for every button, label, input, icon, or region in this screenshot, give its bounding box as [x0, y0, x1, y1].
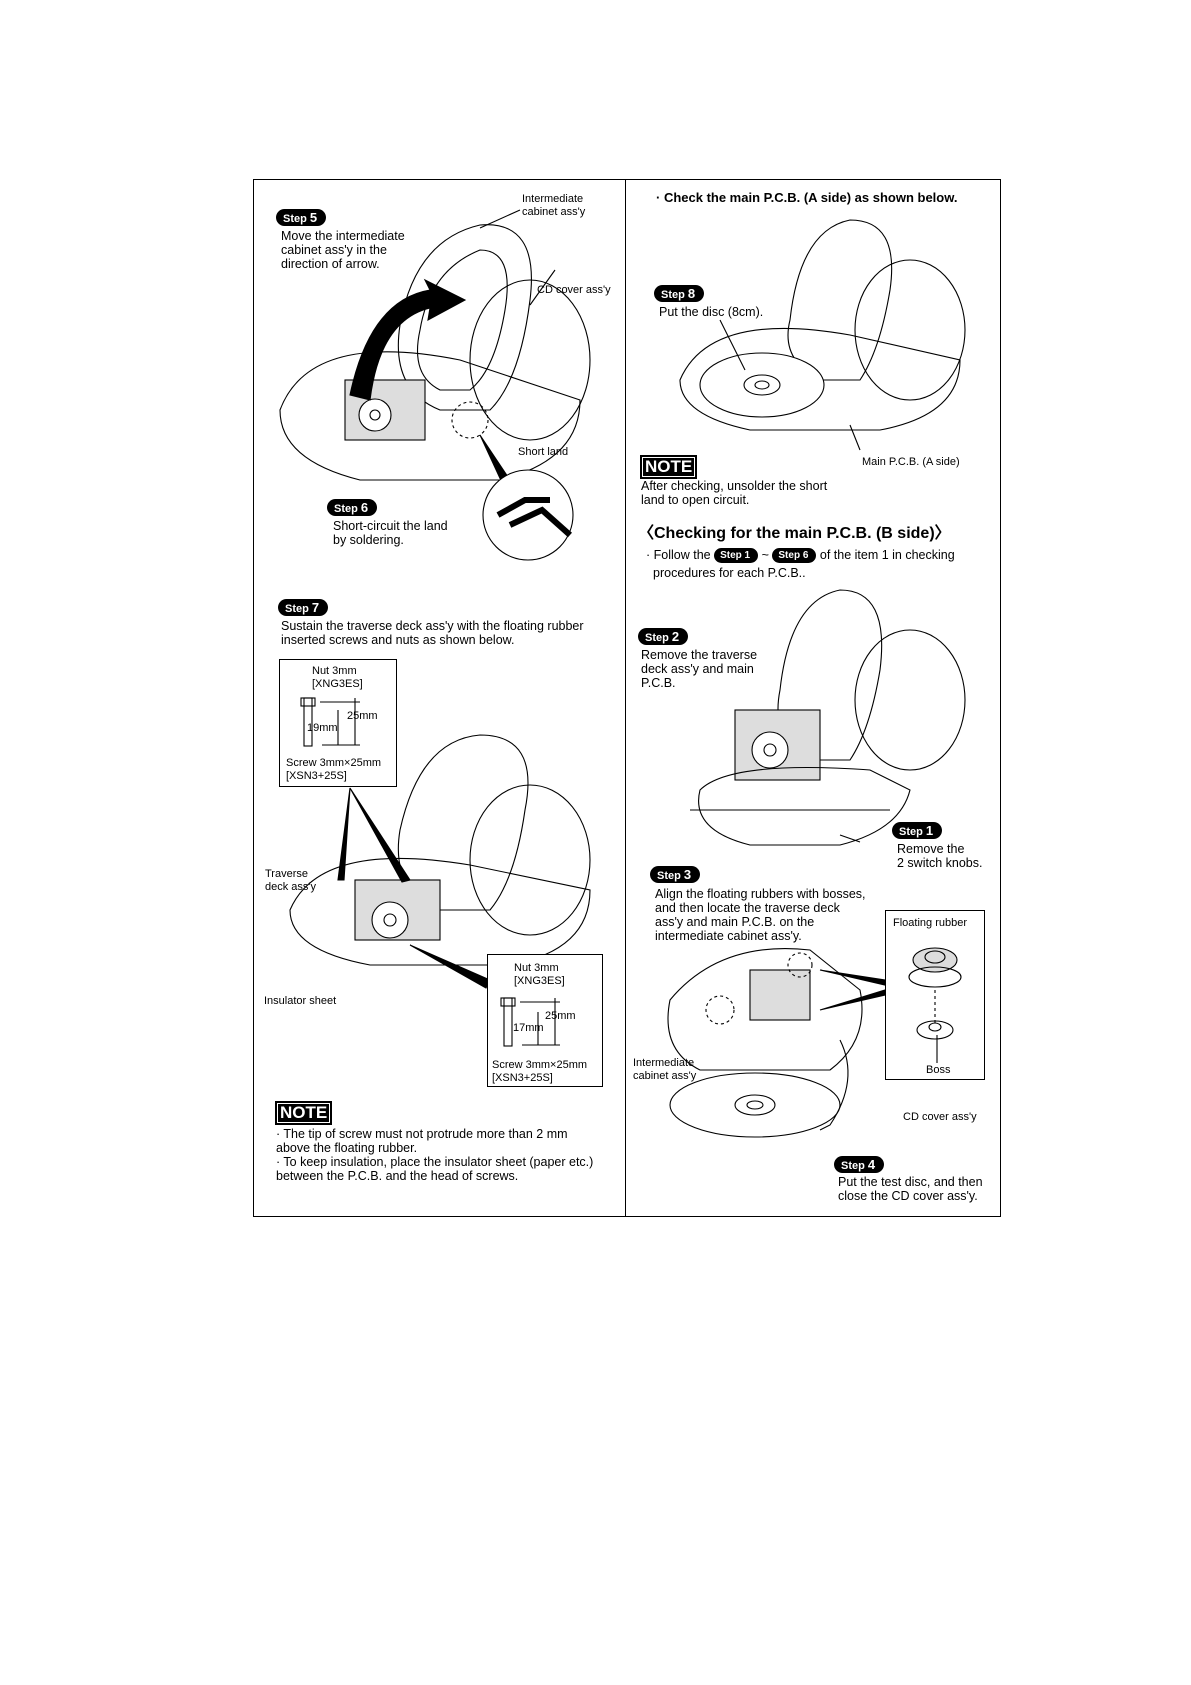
screw-diagram-1: [300, 697, 360, 747]
floating-rubber-box: [885, 910, 985, 1080]
step-8-text: Put the disc (8cm).: [659, 305, 764, 319]
note-badge-right: NOTE: [640, 455, 698, 479]
step-3-illustration: [667, 948, 886, 1138]
instruction-frame: [253, 179, 1001, 1217]
step-5-illustration: [279, 209, 591, 561]
cd-cover-label-right: CD cover ass'y: [903, 1111, 977, 1123]
step-2-illustration: [690, 589, 966, 846]
main-pcb-a-label: Main P.C.B. (A side): [862, 456, 960, 468]
floating-rubber-label: Floating rubber: [893, 917, 967, 929]
inline-step-1-badge: Step 1: [714, 548, 759, 564]
box1-dim-19: 19mm: [307, 722, 338, 734]
box2-screw: Screw 3mm×25mm[XSN3+25S]: [492, 1059, 588, 1084]
follow-steps-text: · Follow the Step 1 ~ Step 6 of the item…: [646, 548, 955, 564]
screw-spec-box-2: [487, 954, 603, 1087]
screw-diagram-2: [500, 997, 560, 1047]
box2-dim-25: 25mm: [545, 1010, 576, 1022]
step-7-text: Sustain the traverse deck ass'y with the…: [281, 619, 584, 647]
heading-b-side: 〈Checking for the main P.C.B. (B side)〉: [638, 525, 951, 542]
short-land-label: Short land: [518, 446, 569, 458]
floating-rubber-diagram: [908, 947, 962, 1063]
boss-label: Boss: [926, 1064, 951, 1076]
box1-screw: Screw 3mm×25mm[XSN3+25S]: [286, 757, 382, 782]
column-divider: [625, 179, 626, 1217]
step-3-text: Align the floating rubbers with bosses,a…: [655, 887, 866, 943]
note-text-left: · The tip of screw must not protrude mor…: [276, 1127, 594, 1183]
box2-nut: Nut 3mm[XNG3ES]: [514, 962, 565, 987]
inline-step-6-badge: Step 6: [772, 548, 817, 564]
box2-dim-17: 17mm: [513, 1022, 544, 1034]
insulator-sheet-label: Insulator sheet: [264, 995, 337, 1007]
box1-nut: Nut 3mm[XNG3ES]: [312, 665, 363, 690]
note-badge-left: NOTE: [275, 1101, 333, 1125]
step-8-illustration: [679, 219, 966, 451]
follow-steps-line2: procedures for each P.C.B..: [653, 566, 806, 580]
step-7-illustration: [289, 734, 591, 989]
check-a-side-text: · Check the main P.C.B. (A side) as show…: [656, 190, 958, 205]
